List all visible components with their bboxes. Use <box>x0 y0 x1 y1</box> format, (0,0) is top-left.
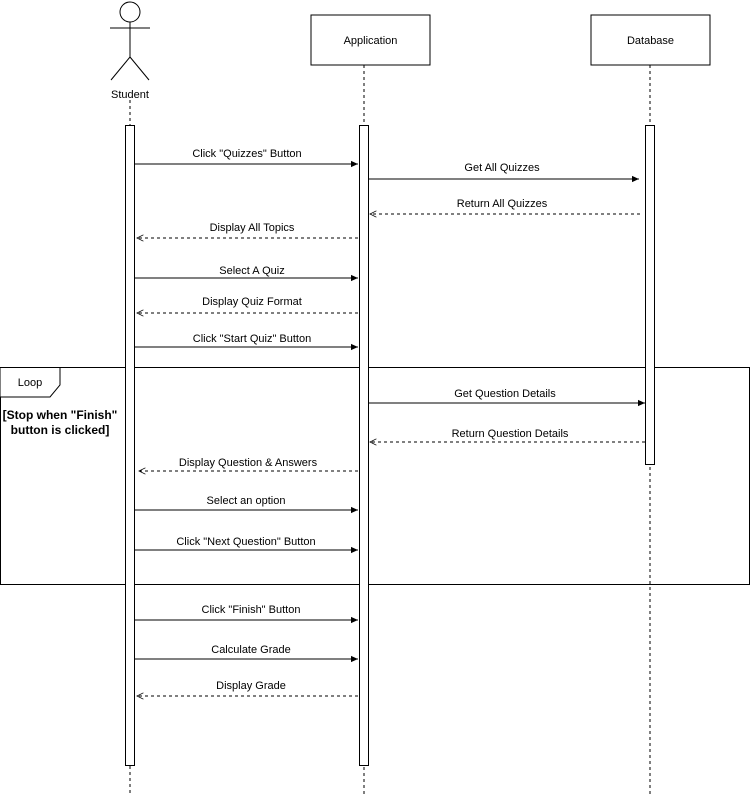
application-lifeline-head: Application <box>310 14 431 66</box>
svg-text:Display Quiz Format: Display Quiz Format <box>202 296 302 308</box>
actor-leg-left <box>110 56 131 81</box>
student-activation-bar <box>125 125 135 766</box>
message-display-all-topics: Display All Topics <box>137 222 358 238</box>
actor-leg-right <box>129 56 150 81</box>
loop-label: Loop <box>18 377 42 389</box>
student-label: Student <box>111 89 149 101</box>
database-label: Database <box>627 35 674 47</box>
loop-guard-line1: [Stop when "Finish" <box>3 408 118 422</box>
message-click-quizzes: Click "Quizzes" Button <box>135 148 358 168</box>
svg-text:Click "Next Question" Button: Click "Next Question" Button <box>176 536 315 548</box>
svg-text:Select an option: Select an option <box>207 495 286 507</box>
loop-guard-line2: button is clicked] <box>11 423 110 437</box>
message-select-an-option: Select an option <box>135 495 358 514</box>
message-display-question-answers: Display Question & Answers <box>139 457 358 471</box>
message-return-all-quizzes: Return All Quizzes <box>370 198 640 214</box>
application-label: Application <box>344 35 398 47</box>
message-return-question-details: Return Question Details <box>370 428 645 442</box>
messages: Click "Quizzes" Button Get All Quizzes R… <box>135 148 645 696</box>
svg-text:Calculate Grade: Calculate Grade <box>211 644 291 656</box>
svg-text:Display Question & Answers: Display Question & Answers <box>179 457 318 469</box>
database-box <box>590 14 711 66</box>
svg-text:Display All Topics: Display All Topics <box>210 222 295 234</box>
message-get-all-quizzes: Get All Quizzes <box>369 162 639 183</box>
student-actor: Student <box>110 1 150 101</box>
svg-text:Return All Quizzes: Return All Quizzes <box>457 198 548 210</box>
application-activation-bar <box>359 125 369 766</box>
loop-fragment: Loop [Stop when "Finish" button is click… <box>0 367 750 585</box>
message-click-next-question: Click "Next Question" Button <box>135 536 358 554</box>
loop-frame <box>0 367 750 585</box>
message-get-question-details: Get Question Details <box>369 388 645 407</box>
svg-text:Select A Quiz: Select A Quiz <box>219 265 284 277</box>
svg-text:Click "Finish" Button: Click "Finish" Button <box>202 604 301 616</box>
application-box <box>310 14 431 66</box>
loop-tab <box>0 367 61 398</box>
svg-text:Click "Quizzes" Button: Click "Quizzes" Button <box>192 148 301 160</box>
message-display-grade: Display Grade <box>137 680 358 696</box>
svg-text:Get Question Details: Get Question Details <box>454 388 556 400</box>
message-click-start-quiz: Click "Start Quiz" Button <box>135 333 358 351</box>
message-select-a-quiz: Select A Quiz <box>135 265 358 282</box>
message-click-finish: Click "Finish" Button <box>135 604 358 624</box>
svg-text:Click "Start Quiz" Button: Click "Start Quiz" Button <box>193 333 311 345</box>
svg-text:Get All Quizzes: Get All Quizzes <box>464 162 540 174</box>
svg-text:Return Question Details: Return Question Details <box>452 428 569 440</box>
database-activation-bar <box>645 125 655 465</box>
message-calculate-grade: Calculate Grade <box>135 644 358 663</box>
svg-text:Display Grade: Display Grade <box>216 680 286 692</box>
message-display-quiz-format: Display Quiz Format <box>137 296 358 313</box>
database-lifeline-head: Database <box>590 14 711 66</box>
actor-head <box>119 1 141 23</box>
